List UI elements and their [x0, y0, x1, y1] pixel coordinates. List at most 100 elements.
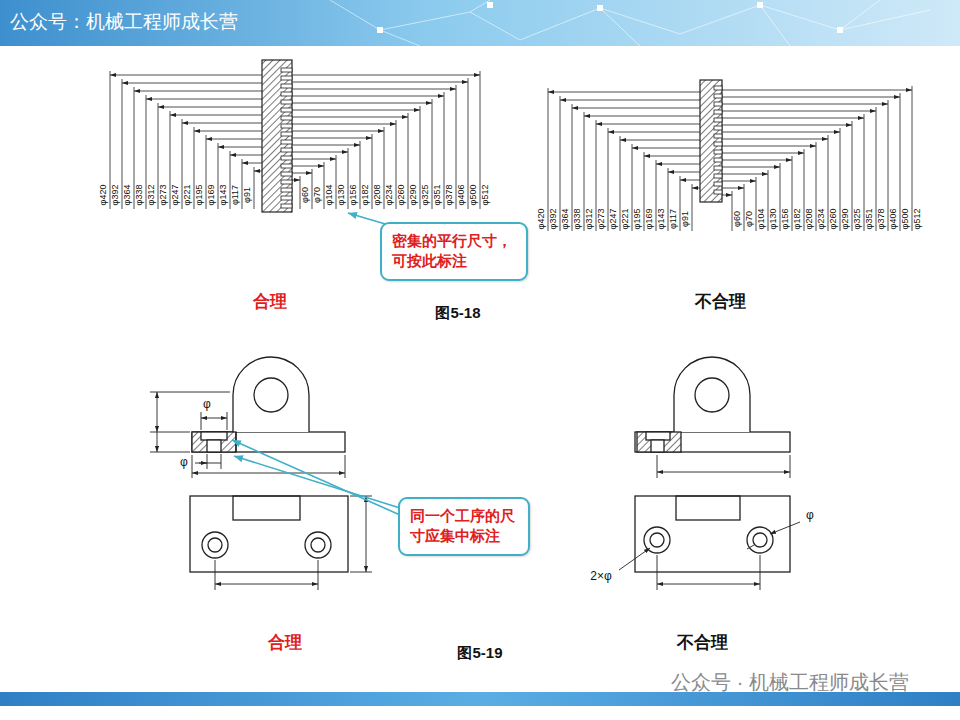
dimension-text: φ91 — [243, 187, 253, 203]
dimension-line — [722, 139, 828, 140]
figure-label: 不合理 — [695, 293, 746, 312]
dimension-line — [201, 418, 227, 419]
comb-tooth — [714, 110, 722, 114]
dimension-text: φ182 — [361, 185, 371, 206]
dimension-text: φ406 — [889, 209, 899, 230]
lug-outline — [676, 496, 740, 520]
comb-tooth — [281, 76, 292, 80]
dimension-text: φ70 — [745, 211, 755, 227]
comb-teeth — [281, 68, 292, 208]
extension-line — [150, 432, 190, 433]
figure-label: 不合理 — [677, 634, 728, 653]
extension-line — [692, 184, 693, 231]
dimension-text: φ221 — [183, 185, 193, 206]
extension-line — [318, 560, 319, 590]
dimension-text: φ325 — [853, 209, 863, 230]
lug — [674, 357, 750, 432]
extension-line — [150, 452, 190, 453]
dimension-line — [608, 132, 700, 133]
dimension-text: φ169 — [207, 185, 217, 206]
dimension-line — [292, 110, 420, 111]
dimension-text: φ143 — [657, 209, 667, 230]
through-hole — [207, 440, 221, 452]
extension-line — [345, 455, 346, 478]
dimension-text: φ364 — [123, 185, 133, 206]
dimension-line — [722, 174, 768, 175]
dimension-line — [722, 104, 888, 105]
comb-tooth — [714, 134, 722, 138]
dimension-line — [644, 156, 700, 157]
dims-good-top — [215, 496, 372, 590]
comb-tooth — [281, 132, 292, 136]
dimension-text: φ420 — [537, 209, 547, 230]
dimension-line — [122, 83, 262, 84]
dimension-line — [292, 89, 456, 90]
footer-band — [0, 692, 960, 706]
base-plate — [635, 432, 790, 452]
dimension-line — [680, 180, 700, 181]
hole-circle — [311, 538, 325, 552]
dimension-line — [722, 167, 780, 168]
extension-line — [150, 392, 230, 393]
comb-tooth — [281, 204, 292, 208]
dimension-text: φ91 — [681, 211, 691, 227]
figure-label: φ — [806, 509, 814, 522]
dimension-line — [572, 108, 700, 109]
dims-good-front — [150, 392, 345, 478]
hole-circle — [753, 533, 767, 547]
dimension-line — [722, 132, 840, 133]
dimension-line — [292, 145, 360, 146]
dims-bad-top — [619, 522, 800, 590]
dimension-line — [192, 473, 345, 474]
dimension-text: φ247 — [609, 209, 619, 230]
dimension-text: φ392 — [549, 209, 559, 230]
bracket-bad — [635, 357, 790, 452]
comb-tooth — [714, 190, 722, 194]
counterbore-circle — [305, 532, 331, 558]
dimension-text: φ312 — [147, 185, 157, 206]
dims-bad-front — [657, 455, 790, 478]
dimension-line — [722, 195, 732, 196]
dimension-line — [195, 463, 221, 464]
network-lines — [330, 0, 930, 46]
dimension-line — [199, 463, 207, 464]
dimension-text: φ273 — [159, 185, 169, 206]
dimension-line — [668, 172, 700, 173]
callout-pointer — [232, 440, 400, 515]
extension-line — [657, 555, 658, 590]
dimension-line — [292, 131, 384, 132]
hole-circle — [208, 538, 222, 552]
extension-line — [350, 572, 372, 573]
dimension-line — [242, 163, 262, 164]
callout-text: 同一个工序的尺寸应集中标注 — [410, 506, 518, 547]
dimension-text: φ234 — [385, 185, 395, 206]
dimension-text: φ70 — [313, 187, 323, 203]
dimension-line — [596, 124, 700, 125]
dimension-text: φ195 — [633, 209, 643, 230]
dimension-text: φ338 — [135, 185, 145, 206]
comb-tooth — [281, 100, 292, 104]
figure-label: φ — [203, 398, 211, 411]
comb-tooth — [281, 124, 292, 128]
extension-line — [221, 454, 222, 469]
network-dot — [597, 5, 603, 11]
comb-tooth — [714, 126, 722, 130]
dimension-line — [292, 117, 408, 118]
dimension-line — [722, 160, 792, 161]
dimension-line — [292, 173, 312, 174]
figure-label: 合理 — [253, 293, 287, 312]
dimension-text: φ338 — [573, 209, 583, 230]
sleeve-part-bad — [700, 80, 722, 202]
comb-tooth — [281, 92, 292, 96]
dimension-text: φ117 — [231, 185, 241, 205]
dimension-text: φ378 — [445, 185, 455, 206]
dimension-text: φ406 — [457, 185, 467, 206]
bracket-bad-top — [635, 496, 790, 572]
dimension-line — [292, 103, 432, 104]
dimension-line — [230, 155, 262, 156]
dimension-text: φ60 — [733, 211, 743, 227]
dimension-line — [657, 584, 760, 585]
dimension-line — [722, 118, 864, 119]
dimension-line — [254, 171, 262, 172]
comb-tooth — [281, 68, 292, 72]
